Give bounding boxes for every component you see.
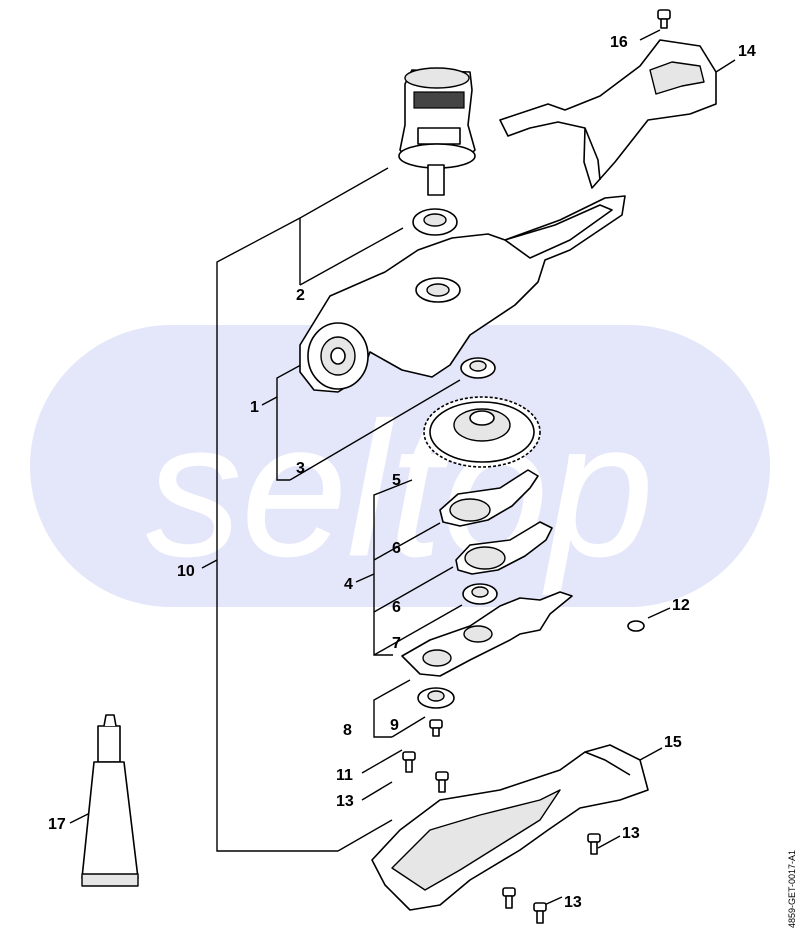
callout-labels: 1 2 3 4 5 6 6 7 8 9 10 11 12 13 13 13 14… [48, 34, 756, 911]
callout-5: 5 [392, 472, 401, 489]
callout-13c: 13 [564, 894, 582, 911]
callout-4: 4 [344, 576, 353, 593]
callout-8: 8 [343, 722, 352, 739]
ball-bearing-3-icon [460, 357, 496, 379]
spur-gear-icon [423, 396, 541, 468]
grease-tube-icon [81, 714, 139, 887]
leader-14 [715, 59, 736, 73]
callout-17: 17 [48, 816, 66, 833]
watermark-band [30, 325, 770, 607]
watermark: seltop [30, 325, 770, 607]
screw-13d-icon [533, 902, 547, 924]
callout-16: 16 [610, 34, 628, 51]
screw-13a-icon [435, 771, 449, 793]
watermark-text: seltop [146, 384, 653, 596]
electric-motor-icon [398, 67, 476, 196]
screw-13b-icon [587, 833, 601, 855]
leader-10-stub [201, 559, 218, 569]
leader-16 [639, 29, 661, 41]
screw-11-icon [402, 751, 416, 773]
crank-lever-6-icon [455, 521, 553, 575]
leader-10 [216, 217, 338, 852]
ball-bearing-icon [412, 208, 458, 236]
guide-plate-icon [401, 591, 573, 677]
callout-15: 15 [664, 734, 682, 751]
callout-2: 2 [296, 287, 305, 304]
callout-13a: 13 [336, 793, 354, 810]
leader-3 [289, 379, 461, 481]
callout-10: 10 [177, 563, 195, 580]
leader-13b [597, 835, 621, 849]
leader-15 [639, 747, 663, 761]
callout-11: 11 [336, 767, 353, 784]
clip-12-icon [627, 620, 645, 632]
leader-13a [361, 781, 393, 801]
leader-12 [647, 607, 671, 619]
leader-2 [299, 167, 389, 285]
callout-9: 9 [390, 717, 399, 734]
leader-8 [373, 679, 411, 738]
leader-lines [69, 29, 736, 907]
leader-5 [373, 479, 413, 656]
leader-2b [299, 227, 404, 286]
screw-16-icon [657, 9, 671, 29]
crank-lever-5-icon [439, 469, 539, 527]
bottom-cover-icon [371, 744, 649, 911]
callout-6b: 6 [392, 599, 401, 616]
callout-13b: 13 [622, 825, 640, 842]
leader-6b [373, 566, 454, 613]
ball-bearing-7-icon [462, 583, 498, 605]
callout-6a: 6 [392, 540, 401, 557]
drawing-code: 4859-GET-0017-A1 [787, 850, 797, 928]
leader-7 [373, 604, 463, 656]
ball-bearing-9-icon [417, 687, 455, 709]
leader-1 [276, 359, 311, 481]
callout-3: 3 [296, 460, 305, 477]
handle-shell-icon [499, 39, 717, 189]
leader-11 [361, 749, 403, 774]
leader-1-stub [261, 396, 278, 406]
leader-10-to-13 [337, 819, 393, 852]
gear-housing-icon [299, 195, 626, 393]
leader-4-stub [355, 573, 375, 583]
screw-9-icon [429, 719, 443, 737]
callout-7: 7 [392, 635, 401, 652]
callout-12: 12 [672, 597, 690, 614]
callout-14: 14 [738, 43, 756, 60]
leader-9 [391, 716, 426, 738]
leader-6a [373, 522, 441, 561]
callout-1: 1 [250, 399, 259, 416]
screw-13c-icon [502, 887, 516, 909]
